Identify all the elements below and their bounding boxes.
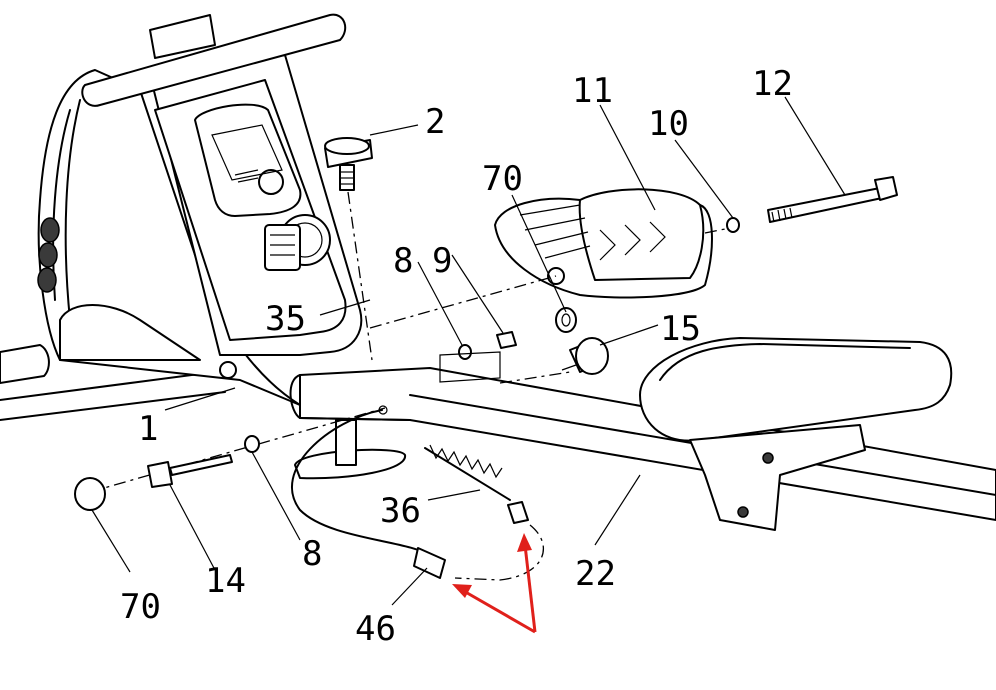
sensor-cable — [291, 409, 545, 581]
callout-22: 22 — [575, 554, 616, 594]
callout-8-bottom: 8 — [302, 534, 322, 574]
console-housing — [37, 13, 363, 406]
callout-labels: 2 11 10 12 70 8 9 15 35 1 36 8 14 70 46 … — [120, 64, 793, 649]
callout-12: 12 — [752, 64, 793, 104]
small-hardware — [369, 275, 609, 384]
callout-14: 14 — [205, 561, 246, 601]
callout-1: 1 — [138, 409, 158, 449]
callout-36: 36 — [380, 491, 421, 531]
callout-9: 9 — [432, 241, 452, 281]
adjustment-knob — [324, 137, 373, 361]
callout-35: 35 — [265, 299, 306, 339]
callout-46: 46 — [355, 609, 396, 649]
callout-10: 10 — [648, 104, 689, 144]
callout-2: 2 — [425, 102, 445, 142]
callout-8-top: 8 — [393, 241, 413, 281]
callout-11: 11 — [572, 71, 613, 111]
foot-pedal — [494, 188, 713, 299]
seat — [639, 337, 953, 531]
highlight-arrows — [452, 533, 537, 634]
axle-bolt — [704, 176, 898, 234]
leader-lines — [91, 96, 846, 606]
pivot-hardware — [74, 361, 406, 511]
callout-15: 15 — [660, 309, 701, 349]
callout-70-top: 70 — [482, 159, 523, 199]
callout-70-bottom: 70 — [120, 587, 161, 627]
front-stabilizer-tube — [0, 344, 231, 421]
